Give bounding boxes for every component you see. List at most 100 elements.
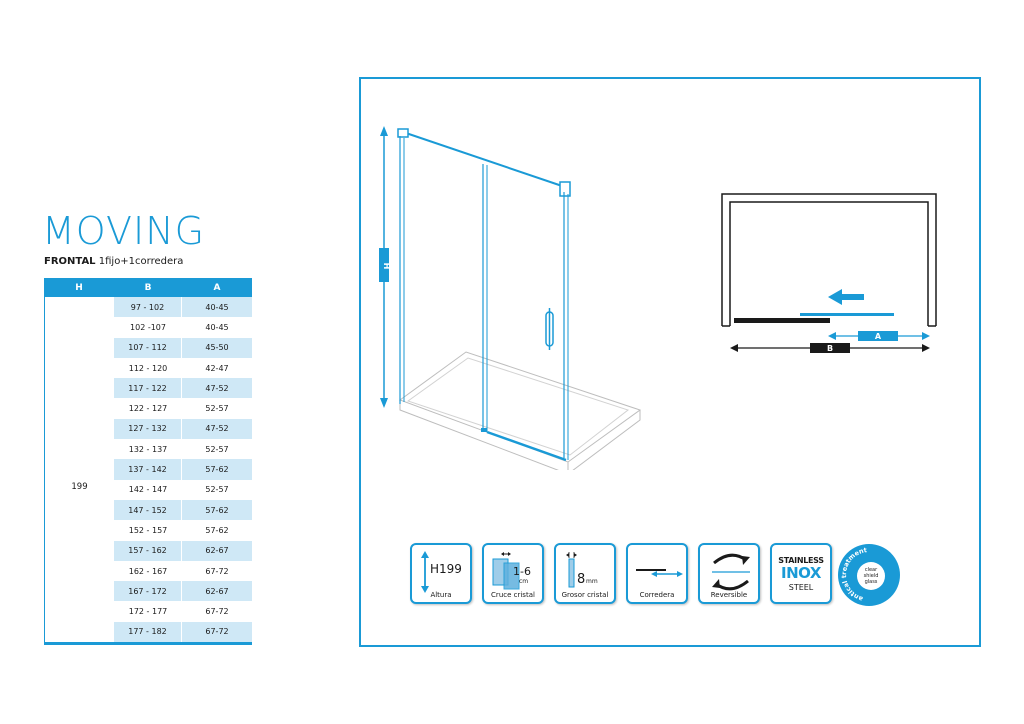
cell-b: 147 - 152 [114, 499, 182, 521]
badge-center-line-1: clear [865, 567, 878, 573]
a-label: A [875, 332, 882, 341]
height-label: H [382, 263, 391, 270]
header-b: B [144, 282, 152, 293]
plan-view-diagram: A B [721, 193, 937, 353]
cell-a: 62-67 [182, 581, 252, 602]
feature-glass-overlap: 1-6 cm Cruce cristal [482, 543, 544, 604]
cell-b: 172 - 177 [128, 607, 168, 617]
cell-b: 157 - 162 [114, 540, 182, 561]
cell-a: 52-57 [205, 404, 229, 414]
cell-b: 107 - 112 [114, 337, 182, 358]
badge-center-line-3: glass [865, 579, 878, 585]
antical-treatment-badge: antical treatment clear shield glass [838, 544, 900, 606]
table-row: 142 - 147 52-57 [114, 480, 252, 500]
header-h: H [75, 282, 83, 293]
feature-icons: H199 Altura 1-6 cm Cruce cristal 8 mm Gr… [410, 543, 832, 604]
cell-b: 137 - 142 [114, 459, 182, 480]
drawing-frame [359, 77, 981, 647]
glass-overlap-icon: 1-6 cm [492, 552, 531, 590]
table-row: 152 - 157 57-62 [114, 520, 252, 540]
cell-b: 167 - 172 [114, 581, 182, 602]
glass-thickness-icon: 8 mm [566, 552, 598, 588]
cell-a: 67-72 [205, 566, 229, 576]
table-row: 102 -107 40-45 [114, 317, 252, 337]
cell-b: 112 - 120 [128, 363, 168, 373]
sliding-feature-label: Corredera [639, 591, 675, 599]
b-label: B [827, 344, 833, 353]
sliding-door-icon [636, 569, 683, 577]
stainless-text: STAINLESS [778, 556, 824, 565]
h-value: 199 [71, 482, 88, 492]
cell-a: 57-62 [205, 525, 229, 535]
sliding-panel [800, 313, 894, 316]
feature-height: H199 Altura [410, 543, 472, 604]
cell-a: 62-67 [182, 540, 252, 561]
overlap-value: 1-6 [513, 565, 531, 578]
b-dimension: B [730, 343, 930, 353]
height-value: H199 [430, 562, 462, 576]
overlap-unit: cm [519, 578, 528, 585]
h-column: 199 [44, 297, 114, 643]
product-subtitle: FRONTAL 1fijo+1corredera [44, 256, 183, 267]
steel-text: STEEL [788, 583, 814, 592]
cell-a: 47-52 [182, 378, 252, 399]
cell-a: 40-45 [182, 297, 252, 318]
height-dimension: H [379, 126, 391, 408]
a-dimension: A [828, 331, 930, 341]
cell-a: 57-62 [182, 459, 252, 480]
cell-b: 132 - 137 [128, 444, 168, 454]
badge-center-line-2: shield [864, 573, 879, 579]
table-row: 112 - 120 42-47 [114, 358, 252, 378]
feature-reversible: Reversible [698, 543, 760, 604]
cell-b: 102 -107 [130, 322, 166, 332]
feature-sliding: Corredera [626, 543, 688, 604]
cell-b: 152 - 157 [128, 525, 168, 535]
cell-a: 57-62 [182, 499, 252, 521]
thickness-feature-label: Grosor cristal [561, 591, 609, 599]
plan-walls [721, 193, 937, 327]
overlap-feature-label: Cruce cristal [491, 591, 535, 599]
thickness-value: 8 [577, 572, 585, 587]
subtitle-bold: FRONTAL [44, 256, 96, 267]
reversible-arrows-icon [712, 553, 750, 591]
cell-b: 122 - 127 [128, 404, 168, 414]
height-feature-label: Altura [430, 591, 452, 599]
height-arrow-icon [421, 551, 429, 593]
cell-b: 162 - 167 [128, 566, 168, 576]
door-handle [545, 308, 554, 350]
cell-a: 52-57 [205, 485, 229, 495]
shower-perspective-drawing: H [379, 126, 642, 470]
inox-text: INOX [781, 564, 821, 582]
cell-a: 45-50 [182, 337, 252, 358]
table-header: H B A [44, 278, 252, 297]
table-bottom-rule [44, 642, 252, 646]
cell-b: 142 - 147 [128, 485, 168, 495]
thickness-unit: mm [586, 578, 598, 585]
table-row: 122 - 127 52-57 [114, 398, 252, 418]
product-title: MOVING [42, 209, 206, 253]
cell-a: 40-45 [205, 322, 229, 332]
header-a: A [213, 282, 221, 293]
feature-glass-thickness: 8 mm Grosor cristal [554, 543, 616, 604]
glass-panels [397, 128, 571, 462]
cell-a: 47-52 [182, 418, 252, 440]
slide-arrow [828, 289, 864, 305]
cell-a: 67-72 [182, 621, 252, 643]
cell-a: 42-47 [205, 363, 229, 373]
subtitle-rest: 1fijo+1corredera [98, 256, 184, 267]
cell-b: 117 - 122 [114, 378, 182, 399]
cell-b: 127 - 132 [114, 418, 182, 440]
